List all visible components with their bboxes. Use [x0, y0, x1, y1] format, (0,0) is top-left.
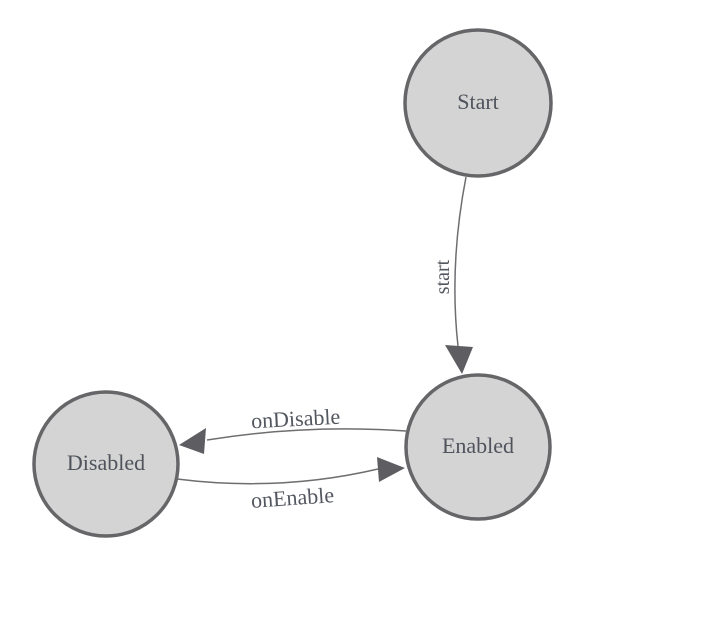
edge-label-ondisable: onDisable [250, 404, 340, 434]
edge-enabled-to-disabled: onDisable [179, 404, 407, 454]
edge-onenable-line [176, 468, 379, 485]
arrowhead-down-icon [445, 345, 473, 374]
node-start[interactable]: Start [403, 28, 553, 178]
node-enabled-circle[interactable] [404, 373, 552, 521]
arrowhead-left-icon [179, 428, 206, 454]
node-disabled-circle[interactable] [32, 390, 180, 538]
edge-disabled-to-enabled: onEnable [176, 457, 405, 513]
node-disabled-label: Disabled [67, 450, 145, 475]
edge-label-onenable: onEnable [250, 482, 335, 513]
node-enabled[interactable]: Enabled [404, 373, 552, 521]
node-start-label: Start [457, 89, 499, 114]
edge-start-to-enabled: start [432, 176, 473, 374]
edge-start-line [454, 176, 467, 347]
edge-ondisable-line [206, 428, 407, 441]
node-disabled[interactable]: Disabled [32, 390, 180, 538]
node-start-circle[interactable] [403, 28, 553, 178]
arrowhead-right-icon [377, 457, 405, 482]
edge-label-start: start [432, 259, 454, 294]
node-enabled-label: Enabled [442, 433, 514, 458]
